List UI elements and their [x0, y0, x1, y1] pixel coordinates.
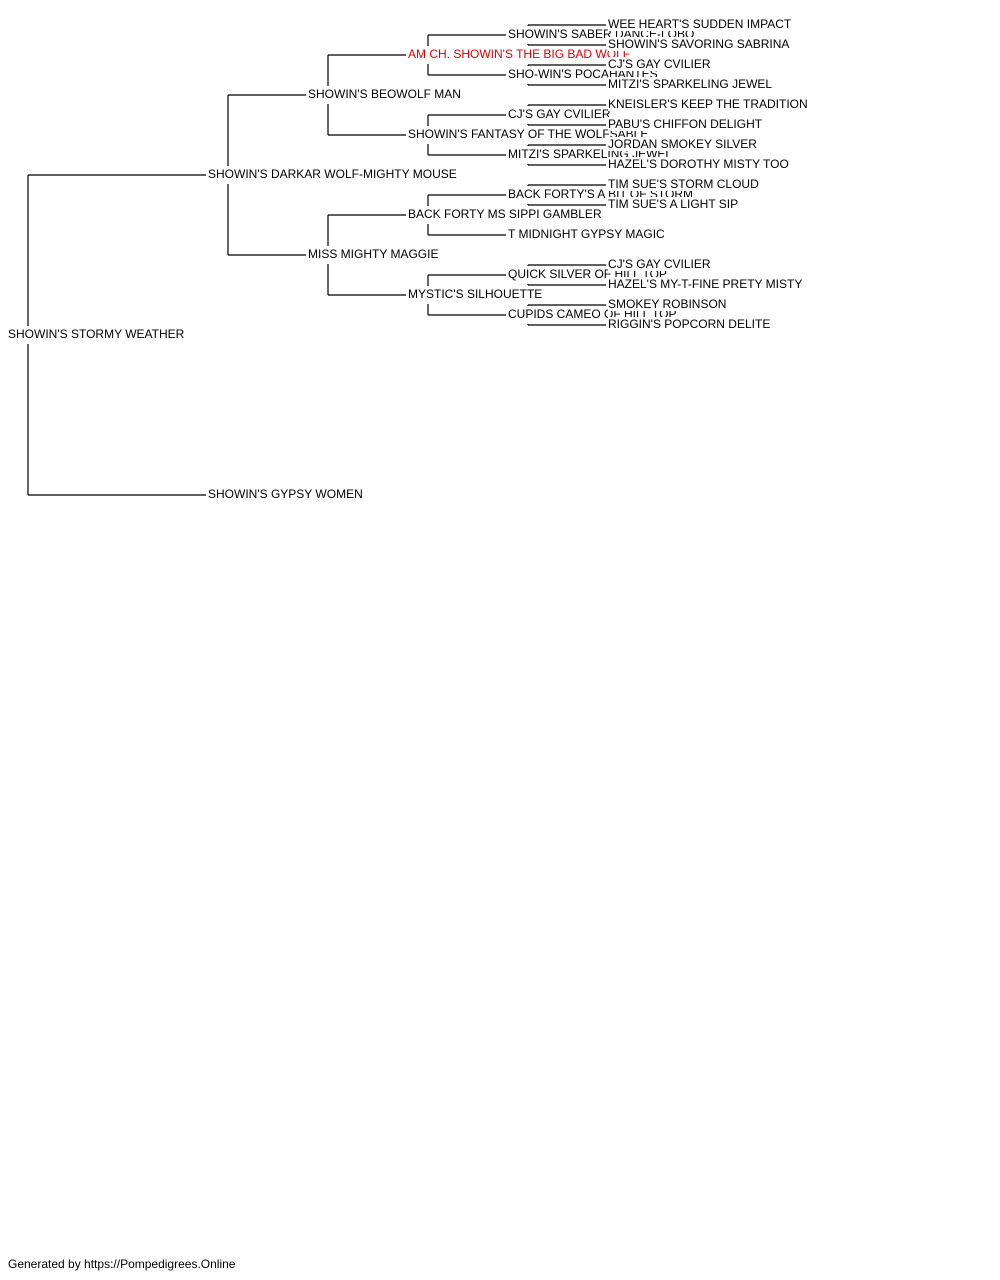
pedigree-node: CJ'S GAY CVILIER [608, 57, 713, 71]
pedigree-node: SMOKEY ROBINSON [608, 297, 729, 311]
pedigree-node: PABU'S CHIFFON DELIGHT [608, 117, 765, 131]
pedigree-node: TIM SUE'S A LIGHT SIP [608, 197, 741, 211]
pedigree-node: CJ'S GAY CVILIER [508, 107, 613, 121]
pedigree-node: MISS MIGHTY MAGGIE [308, 247, 441, 261]
pedigree-node: HAZEL'S MY-T-FINE PRETY MISTY [608, 277, 805, 291]
pedigree-node: TIM SUE'S STORM CLOUD [608, 177, 761, 191]
pedigree-node: SHOWIN'S FANTASY OF THE WOLFSABLE [408, 127, 651, 141]
pedigree-node: SHOWIN'S STORMY WEATHER [8, 327, 187, 341]
pedigree-node: SHOWIN'S GYPSY WOMEN [208, 487, 365, 501]
pedigree-node: AM CH. SHOWIN'S THE BIG BAD WOLF [408, 47, 633, 61]
pedigree-node: HAZEL'S DOROTHY MISTY TOO [608, 157, 791, 171]
pedigree-node: RIGGIN'S POPCORN DELITE [608, 317, 773, 331]
footer-credit: Generated by https://Pompedigrees.Online [8, 1257, 236, 1271]
pedigree-node: T MIDNIGHT GYPSY MAGIC [508, 227, 667, 241]
pedigree-node: SHOWIN'S SAVORING SABRINA [608, 37, 792, 51]
pedigree-node: CJ'S GAY CVILIER [608, 257, 713, 271]
pedigree-node: SHOWIN'S DARKAR WOLF-MIGHTY MOUSE [208, 167, 459, 181]
pedigree-node: MITZI'S SPARKELING JEWEL [608, 77, 775, 91]
pedigree-node: BACK FORTY MS SIPPI GAMBLER [408, 207, 604, 221]
pedigree-node: SHOWIN'S BEOWOLF MAN [308, 87, 463, 101]
pedigree-node: WEE HEART'S SUDDEN IMPACT [608, 17, 794, 31]
pedigree-node: KNEISLER'S KEEP THE TRADITION [608, 97, 810, 111]
pedigree-node: JORDAN SMOKEY SILVER [608, 137, 759, 151]
pedigree-node: MYSTIC'S SILHOUETTE [408, 287, 545, 301]
